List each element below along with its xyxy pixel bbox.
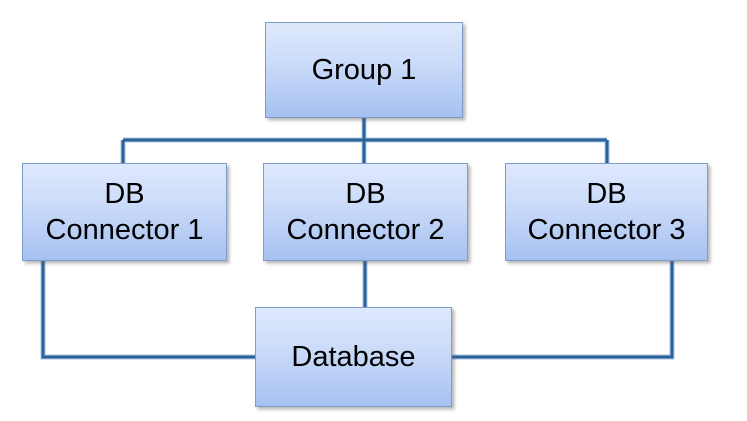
node-db-connector-1-label: DB Connector 1 [45,177,204,246]
edge-dbc3-database-halo [452,261,675,360]
node-db-connector-2-label: DB Connector 2 [286,177,445,246]
edge-dbc1-database [41,261,255,359]
node-group-1-label: Group 1 [311,53,417,86]
node-db-connector-3: DB Connector 3 [505,163,708,261]
node-db-connector-1: DB Connector 1 [22,163,227,261]
node-db-connector-3-label: DB Connector 3 [527,177,686,246]
node-group-1: Group 1 [265,22,463,118]
node-database: Database [255,307,452,407]
edge-dbc3-database [452,261,674,359]
edge-dbc1-database-halo [40,261,255,360]
edge-core-group [41,118,674,359]
node-database-label: Database [291,340,416,373]
node-db-connector-2: DB Connector 2 [263,163,468,261]
